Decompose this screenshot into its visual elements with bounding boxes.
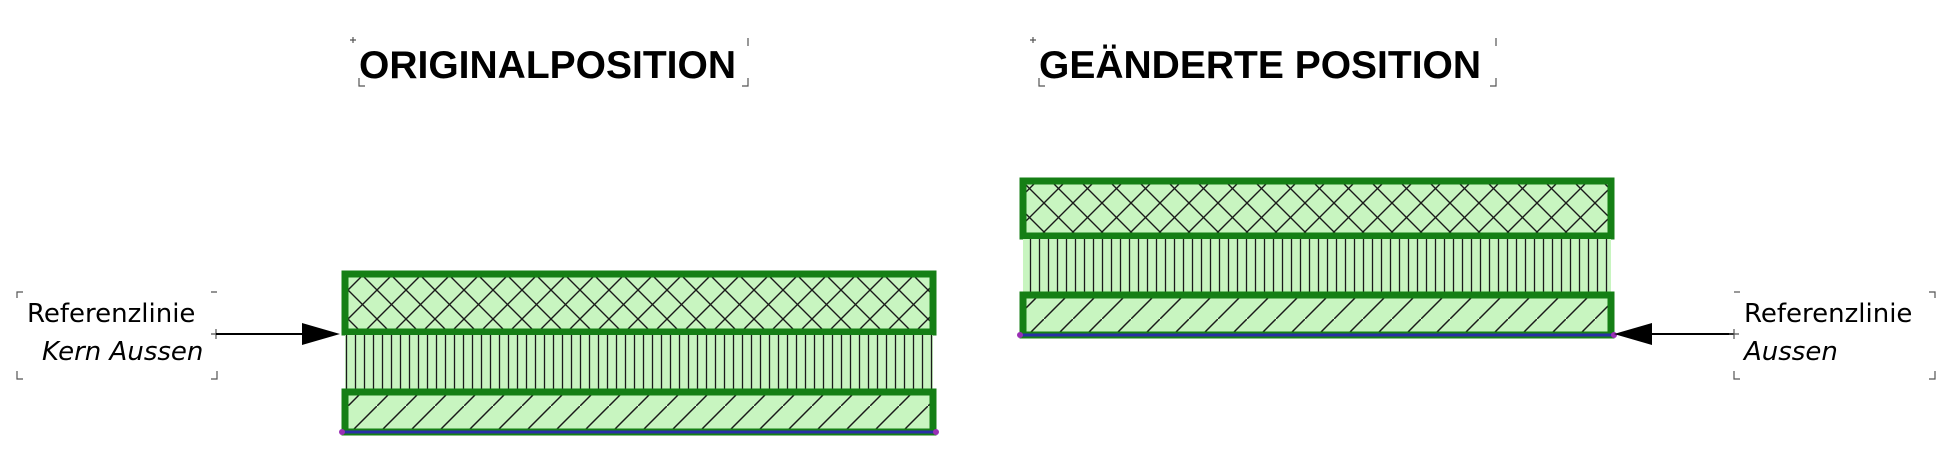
title-changed-group: GEÄNDERTE POSITION <box>1030 37 1497 87</box>
corner-dot <box>1017 332 1023 338</box>
title-original: ORIGINALPOSITION <box>359 44 736 87</box>
arrow-head <box>302 323 340 345</box>
layer-bottom-hatch <box>1023 295 1611 335</box>
reference-label-left-line2: Kern Aussen <box>42 337 203 367</box>
reference-label-left: Referenzlinie Kern Aussen <box>16 291 218 380</box>
title-changed: GEÄNDERTE POSITION <box>1039 44 1481 87</box>
reference-label-right-line2: Aussen <box>1742 337 1838 367</box>
layer-top-hatch <box>345 274 933 332</box>
layer-middle-hatch <box>1023 239 1611 293</box>
corner-dot <box>339 429 345 435</box>
corner-dot <box>933 429 939 435</box>
layer-top-frame <box>1019 177 1615 240</box>
reference-label-right: Referenzlinie Aussen <box>1733 291 1936 380</box>
reference-label-right-line1: Referenzlinie <box>1744 299 1912 329</box>
layer-bottom-hatch <box>345 392 933 432</box>
wall-original <box>339 270 939 436</box>
layer-top-frame <box>341 270 937 336</box>
arrow-head <box>1614 323 1652 345</box>
reference-arrow-right <box>1614 323 1739 345</box>
wall-changed <box>1017 177 1617 339</box>
reference-label-left-line1: Referenzlinie <box>27 299 195 329</box>
title-original-group: ORIGINALPOSITION <box>350 37 749 87</box>
layer-top-hatch <box>1023 181 1611 236</box>
reference-arrow-left <box>211 323 340 345</box>
layer-middle-hatch <box>345 335 933 390</box>
corner-dot <box>1611 332 1617 338</box>
